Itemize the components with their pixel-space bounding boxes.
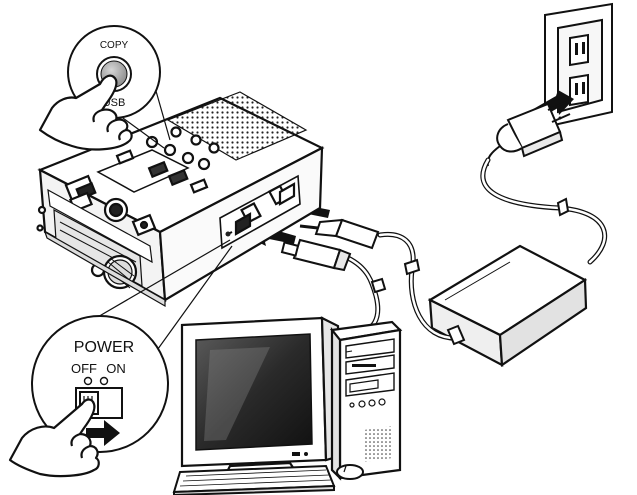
- off-label: OFF: [71, 361, 97, 376]
- ac-cord: [480, 157, 608, 265]
- recorder-device: [36, 91, 325, 308]
- pointing-hand-icon: [8, 398, 100, 478]
- mouse: [336, 464, 364, 480]
- pointing-hand-icon: [38, 74, 133, 151]
- power-label: POWER: [74, 339, 134, 356]
- insert-arrow-icon: [86, 420, 120, 446]
- copy-label: COPY: [100, 40, 129, 51]
- dc-plug: [299, 218, 380, 250]
- on-label: ON: [106, 361, 126, 376]
- pc-monitor: [180, 316, 342, 476]
- keyboard: [172, 464, 336, 495]
- usb-plug: [280, 238, 352, 272]
- pc-tower: [329, 320, 403, 481]
- ac-adapter: [427, 244, 588, 367]
